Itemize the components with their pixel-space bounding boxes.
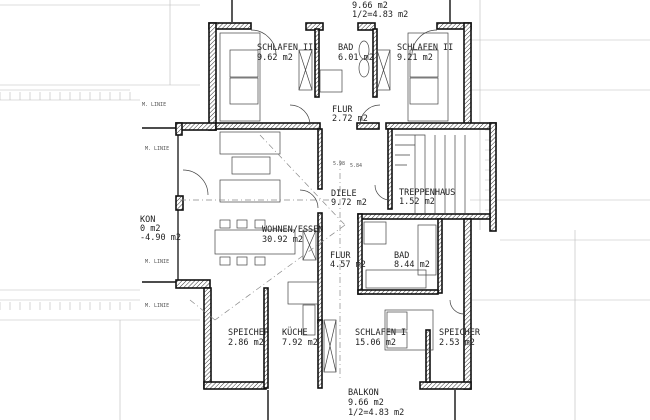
line-label: M. LINIE [142,102,166,108]
room-area: 9.72 m2 [331,198,367,208]
balkon-left-half: -4.90 m2 [140,233,181,243]
room-name: FLUR [330,251,351,261]
doors [182,29,465,315]
room-area: 2.86 m2 [228,338,264,348]
line-label: M. LINIE [145,146,169,152]
room-name: TREPPENHAUS [399,188,455,198]
room-area: 9.66 m2 [348,398,384,408]
balkon-top-half: 1/2=4.83 m2 [352,10,408,20]
room-area: 4.57 m2 [330,260,366,270]
room-area: 0 m2 [140,224,160,234]
level-right: 5.84 [350,163,362,169]
room-area: 2.72 m2 [332,114,368,124]
room-name: DIELE [331,189,357,199]
room-name: WOHNEN/ESSEN [262,225,323,235]
balkon-bottom-half: 1/2=4.83 m2 [348,408,404,418]
room-area: 1.52 m2 [399,197,435,207]
room-name: BAD [338,43,353,53]
room-area: 2.53 m2 [439,338,475,348]
room-area: 6.01 m2 [338,53,374,63]
room-name: SCHLAFEN I [355,328,406,338]
room-name: SPEICHER [439,328,481,338]
room-area: 8.44 m2 [394,260,430,270]
room-area: 15.06 m2 [355,338,396,348]
balkon-top-area: 9.66 m2 [352,1,388,11]
room-name: SCHLAFEN III [257,43,318,53]
level-left: 5.98 [333,161,345,167]
room-name: BAD [394,251,409,261]
room-name: SCHLAFEN II [397,43,453,53]
room-area: 7.92 m2 [282,338,318,348]
line-label: M. LINIE [145,259,169,265]
room-area: 9.21 m2 [397,53,433,63]
room-name: SPEICHER [228,328,270,338]
walls [175,22,497,390]
line-label: M. LINIE [145,303,169,309]
room-name: KON [140,215,155,225]
room-name: KÜCHE [282,327,308,338]
room-area: 9.62 m2 [257,53,293,63]
room-area: 30.92 m2 [262,235,303,245]
roof-ridge-lines [180,134,346,380]
furniture [214,32,466,373]
room-name: BALKON [348,388,379,398]
room-labels: SCHLAFEN III 9.62 m2 BAD 6.01 m2 SCHLAFE… [140,1,481,418]
room-name: FLUR [332,105,353,115]
